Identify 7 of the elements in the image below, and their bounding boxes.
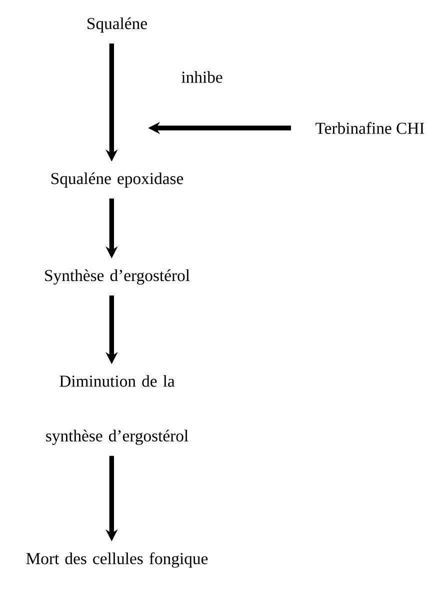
edge-label: inhibe [180,70,224,84]
step-text: Squaléne [88,17,147,33]
step-text: Synthèse d’ergostérol [45,269,190,285]
step-text: Diminution de la synthèse d’ergostérol [46,375,188,445]
step-text: Squaléne epoxidase [51,172,184,188]
step-text: Terbinafine CHI [316,122,424,134]
step-text: Mort des cellules fongique [26,552,208,568]
